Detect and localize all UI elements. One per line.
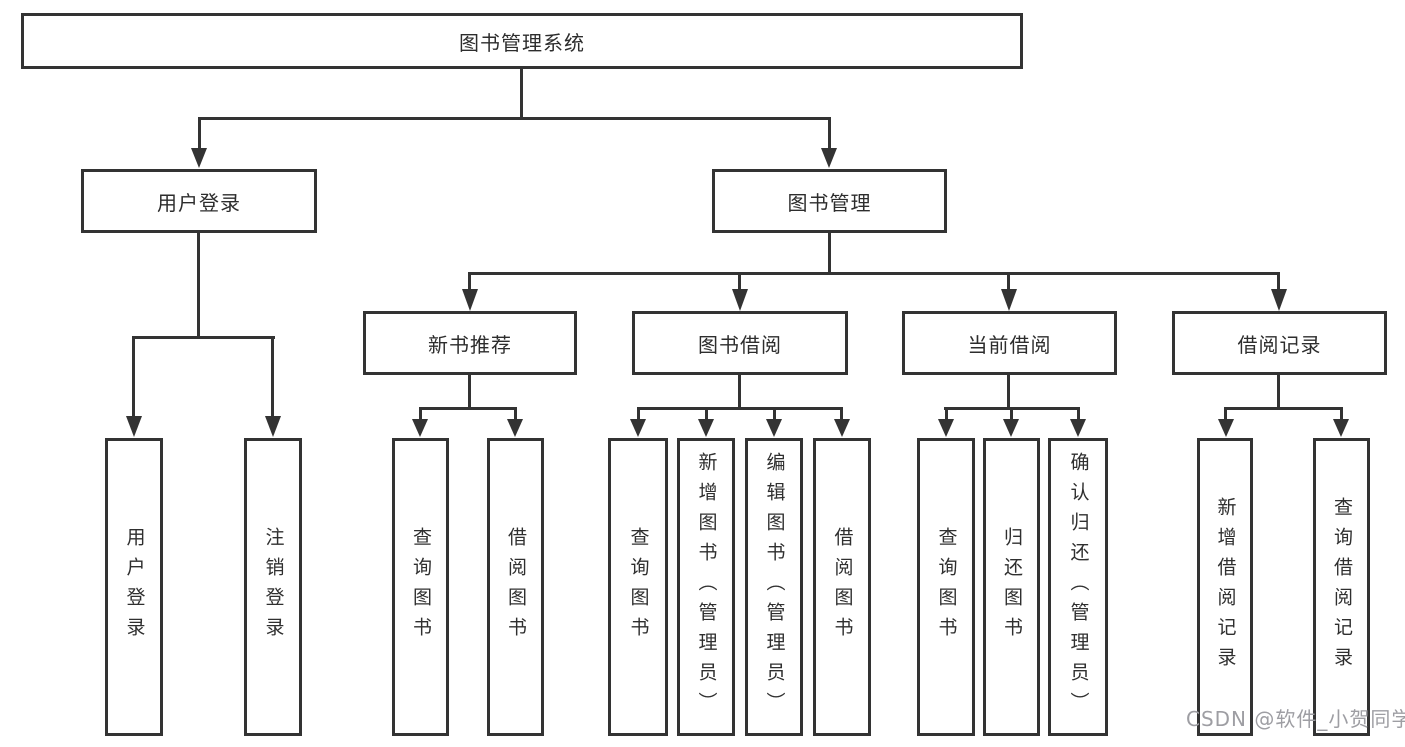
edge-to-bb-add	[705, 407, 708, 419]
edge-new-book-stem	[468, 375, 471, 410]
node-current-borrow: 当前借阅	[902, 311, 1117, 375]
arrowhead-book-mgmt	[821, 148, 837, 168]
edge-to-new-book	[468, 272, 471, 289]
node-leaf-cb-confirm-return-admin-label: 确认归还（管理员）	[1067, 452, 1090, 722]
arrowhead-new-book	[462, 289, 478, 311]
node-book-management-label: 图书管理	[787, 190, 872, 215]
arrowhead-nb-query	[412, 419, 428, 437]
edge-borrow-records-stem	[1277, 375, 1280, 410]
node-root-label: 图书管理系统	[459, 30, 585, 55]
edge-new-book-rail	[419, 407, 517, 410]
node-root: 图书管理系统	[21, 13, 1023, 69]
arrowhead-nb-borrow	[507, 419, 523, 437]
edge-to-leaf-logout	[271, 336, 274, 416]
arrowhead-cb-return	[1003, 419, 1019, 437]
node-book-borrow: 图书借阅	[632, 311, 848, 375]
edge-to-bb-query	[637, 407, 640, 419]
edge-level2-rail	[198, 117, 831, 120]
node-leaf-logout-label: 注销登录	[262, 527, 285, 647]
node-leaf-logout: 注销登录	[244, 438, 302, 736]
node-leaf-br-add-record-label: 新增借阅记录	[1214, 497, 1237, 677]
node-leaf-br-add-record: 新增借阅记录	[1197, 438, 1253, 736]
arrowhead-book-borrow	[732, 289, 748, 311]
edge-to-cb-query	[945, 407, 948, 419]
node-leaf-nb-borrow-books-label: 借阅图书	[505, 527, 527, 647]
edge-to-book-borrow	[738, 272, 741, 289]
edge-to-br-query	[1340, 407, 1343, 419]
node-user-login: 用户登录	[81, 169, 317, 233]
node-leaf-nb-borrow-books: 借阅图书	[487, 438, 544, 736]
edge-to-current-borrow	[1007, 272, 1010, 289]
arrowhead-br-add	[1218, 419, 1234, 437]
node-user-login-label: 用户登录	[157, 190, 241, 215]
edge-root-stem	[520, 69, 523, 120]
node-leaf-bb-edit-books-admin-label: 编辑图书（管理员）	[763, 452, 786, 722]
node-leaf-bb-borrow-books-label: 借阅图书	[831, 527, 854, 647]
edge-borrow-records-rail	[1224, 407, 1343, 410]
edge-to-nb-query	[419, 407, 422, 419]
edge-level3-rail	[468, 272, 1280, 275]
edge-to-bb-edit	[773, 407, 776, 419]
node-borrow-records: 借阅记录	[1172, 311, 1387, 375]
edge-to-user-login	[198, 117, 201, 148]
edge-book-borrow-stem	[738, 375, 741, 410]
node-leaf-nb-query-books: 查询图书	[392, 438, 449, 736]
edge-to-borrow-records	[1277, 272, 1280, 289]
arrowhead-cb-confirm	[1070, 419, 1086, 437]
node-leaf-bb-query-books-label: 查询图书	[627, 527, 650, 647]
node-leaf-user-login: 用户登录	[105, 438, 163, 736]
edge-to-cb-confirm	[1077, 407, 1080, 419]
edge-user-login-rail	[132, 336, 275, 339]
node-leaf-br-query-record-label: 查询借阅记录	[1331, 497, 1353, 677]
node-new-book-recommend: 新书推荐	[363, 311, 577, 375]
csdn-watermark: CSDN @软件_小贺同学	[1186, 707, 1405, 731]
edge-user-login-stem	[197, 233, 200, 339]
node-leaf-br-query-record: 查询借阅记录	[1313, 438, 1370, 736]
node-leaf-nb-query-books-label: 查询图书	[410, 527, 432, 647]
node-leaf-cb-return-books-label: 归还图书	[1001, 527, 1023, 647]
node-current-borrow-label: 当前借阅	[967, 332, 1052, 357]
arrowhead-bb-query	[630, 419, 646, 437]
arrowhead-bb-add	[698, 419, 714, 437]
edge-to-br-add	[1224, 407, 1227, 419]
arrowhead-leaf-logout	[265, 416, 281, 437]
arrowhead-bb-edit	[766, 419, 782, 437]
node-book-management: 图书管理	[712, 169, 947, 233]
edge-to-leaf-user-login	[132, 336, 135, 416]
edge-to-cb-return	[1010, 407, 1013, 419]
node-leaf-cb-query-books: 查询图书	[917, 438, 975, 736]
node-leaf-cb-confirm-return-admin: 确认归还（管理员）	[1048, 438, 1108, 736]
node-leaf-cb-query-books-label: 查询图书	[935, 527, 958, 647]
arrowhead-bb-borrow	[834, 419, 850, 437]
node-leaf-bb-add-books-admin: 新增图书（管理员）	[677, 438, 735, 736]
arrowhead-cb-query	[938, 419, 954, 437]
edge-to-bb-borrow	[840, 407, 843, 419]
arrowhead-current-borrow	[1001, 289, 1017, 311]
edge-book-mgmt-stem	[828, 233, 831, 275]
node-leaf-bb-edit-books-admin: 编辑图书（管理员）	[745, 438, 803, 736]
node-book-borrow-label: 图书借阅	[698, 332, 782, 357]
edge-to-book-mgmt	[828, 117, 831, 148]
node-leaf-bb-query-books: 查询图书	[608, 438, 668, 736]
node-leaf-cb-return-books: 归还图书	[983, 438, 1040, 736]
arrowhead-br-query	[1333, 419, 1349, 437]
node-leaf-bb-borrow-books: 借阅图书	[813, 438, 871, 736]
edge-book-borrow-rail	[637, 407, 843, 410]
arrowhead-user-login	[191, 148, 207, 168]
node-new-book-recommend-label: 新书推荐	[428, 332, 512, 357]
edge-current-borrow-stem	[1007, 375, 1010, 410]
arrowhead-borrow-records	[1271, 289, 1287, 311]
node-leaf-bb-add-books-admin-label: 新增图书（管理员）	[695, 452, 718, 722]
node-borrow-records-label: 借阅记录	[1237, 332, 1322, 357]
node-leaf-user-login-label: 用户登录	[123, 527, 146, 647]
arrowhead-leaf-user-login	[126, 416, 142, 437]
edge-to-nb-borrow	[514, 407, 517, 419]
